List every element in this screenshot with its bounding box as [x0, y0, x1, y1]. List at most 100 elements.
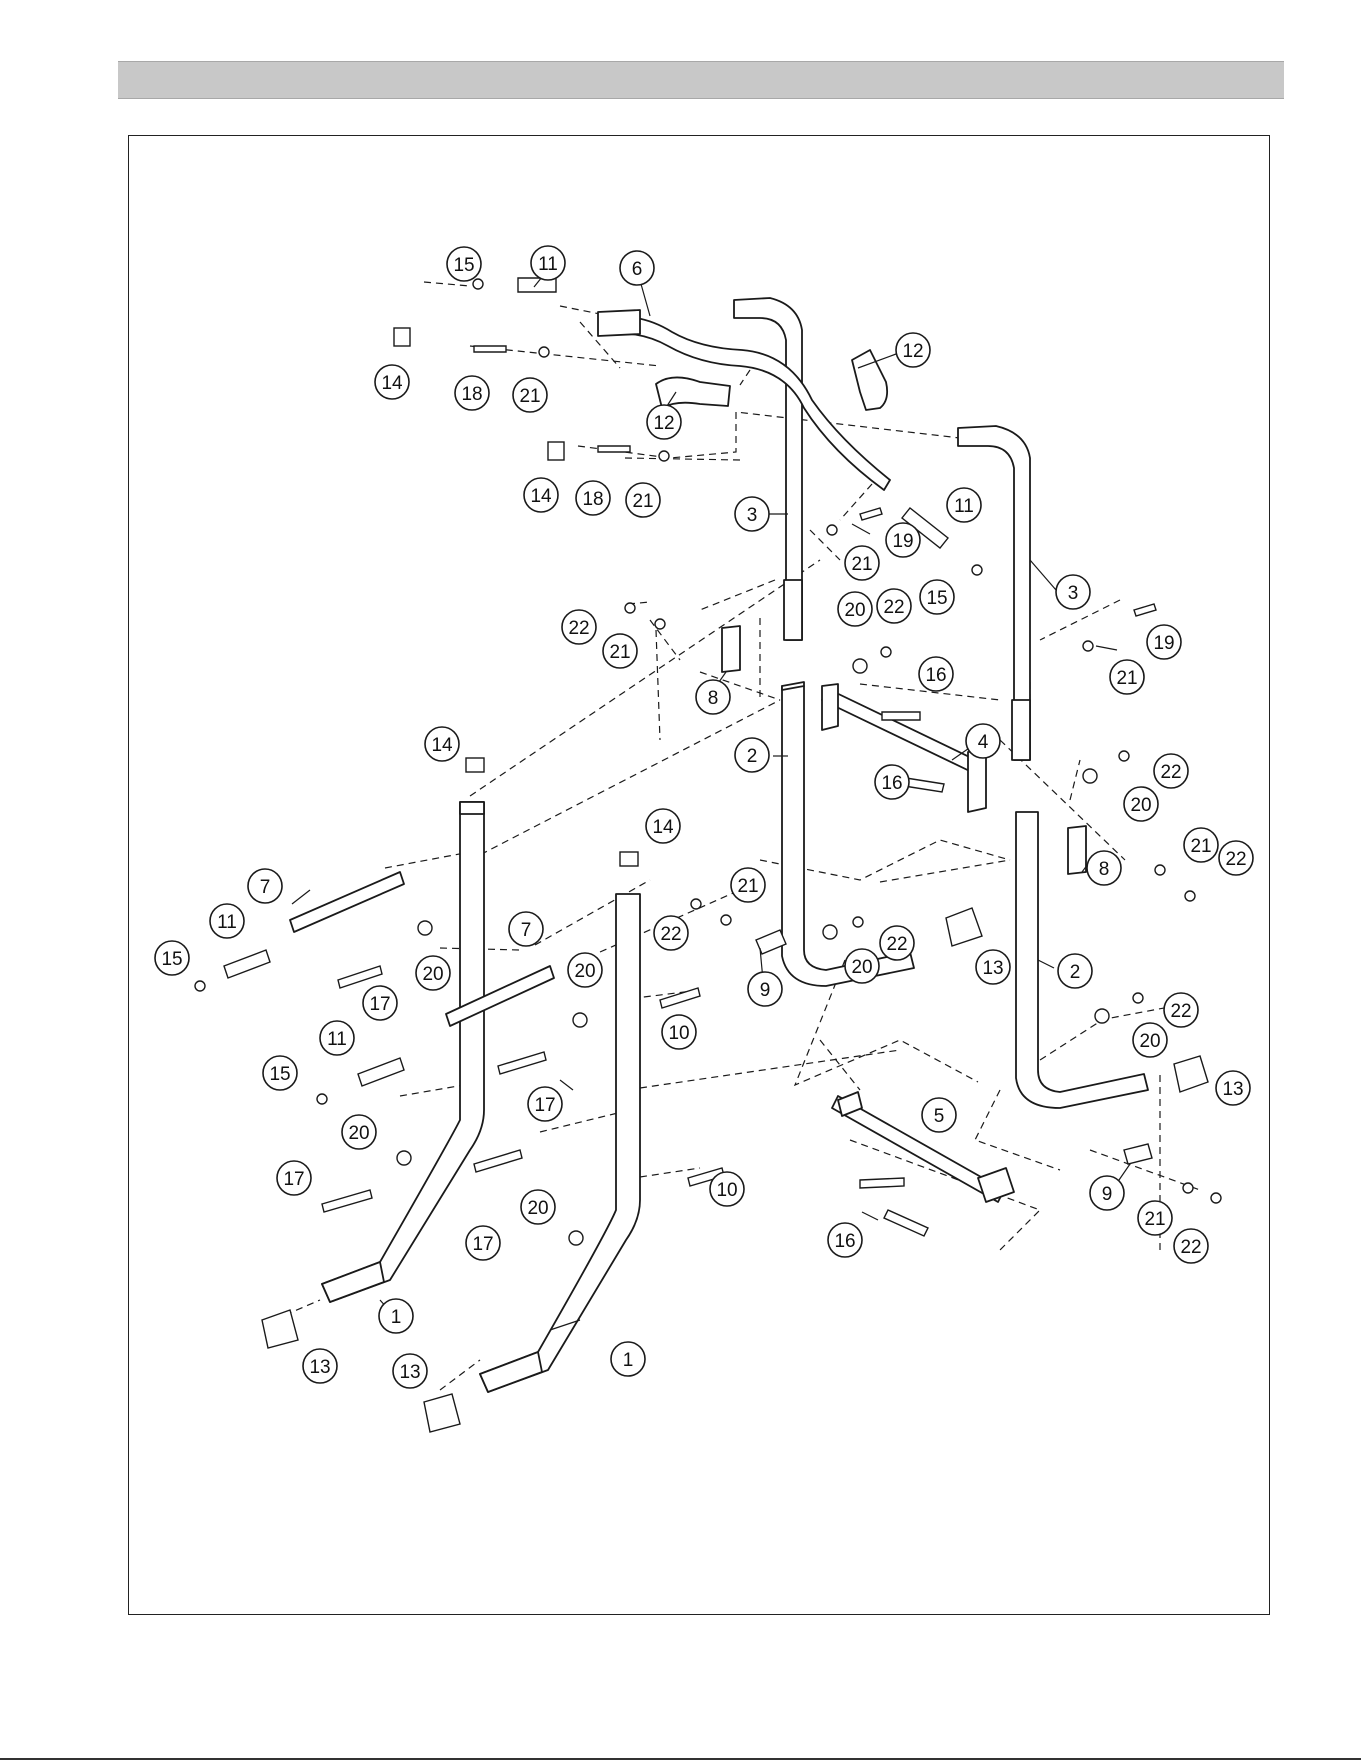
callout: 11	[210, 904, 244, 938]
svg-text:16: 16	[834, 1231, 855, 1252]
callout: 14	[425, 727, 459, 761]
bolt-16	[904, 778, 944, 792]
svg-text:22: 22	[1170, 1001, 1191, 1022]
svg-text:13: 13	[399, 1362, 420, 1383]
svg-text:21: 21	[737, 876, 758, 897]
svg-text:21: 21	[1190, 836, 1211, 857]
svg-text:21: 21	[1116, 668, 1137, 689]
svg-text:22: 22	[568, 618, 589, 639]
svg-text:1: 1	[623, 1350, 634, 1371]
callout: 21	[513, 378, 547, 412]
bolt-17	[322, 1190, 372, 1212]
nut-22	[1119, 751, 1129, 761]
callout: 13	[303, 1349, 337, 1383]
washer-21	[1155, 865, 1165, 875]
washer-21	[1083, 641, 1093, 651]
callout: 20	[1124, 787, 1158, 821]
svg-text:9: 9	[1102, 1184, 1113, 1205]
callout: 11	[531, 246, 565, 280]
svg-text:18: 18	[582, 489, 603, 510]
svg-text:22: 22	[1180, 1237, 1201, 1258]
bolt-16	[882, 712, 920, 720]
bolt-17	[474, 1150, 522, 1172]
footer-rule	[0, 1758, 1361, 1760]
callout: 21	[1184, 828, 1218, 862]
callout: 8	[696, 680, 730, 714]
svg-text:8: 8	[1099, 859, 1110, 880]
nut-22	[691, 899, 701, 909]
washer-21	[655, 619, 665, 629]
nut-22	[1211, 1193, 1221, 1203]
washer-20	[569, 1231, 583, 1245]
svg-text:12: 12	[653, 413, 674, 434]
spacer-10	[660, 988, 700, 1008]
washer-21	[659, 451, 669, 461]
callout: 16	[828, 1223, 862, 1257]
callout: 9	[1090, 1176, 1124, 1210]
svg-text:20: 20	[851, 957, 872, 978]
callout: 21	[845, 546, 879, 580]
end-cap-14	[620, 852, 638, 866]
svg-text:15: 15	[453, 255, 474, 276]
callout: 20	[568, 953, 602, 987]
washer-20	[1083, 769, 1097, 783]
washer-20	[853, 659, 867, 673]
dip-handle-6	[598, 310, 890, 490]
svg-text:21: 21	[609, 642, 630, 663]
callout: 15	[155, 941, 189, 975]
callout: 14	[524, 478, 558, 512]
callout: 19	[1147, 625, 1181, 659]
callout: 3	[735, 497, 769, 531]
svg-text:11: 11	[954, 496, 974, 517]
callout: 20	[838, 592, 872, 626]
base-frame-1-right	[480, 894, 640, 1392]
svg-text:14: 14	[381, 373, 403, 394]
washer-21	[721, 915, 731, 925]
callout: 10	[662, 1015, 696, 1049]
svg-text:21: 21	[632, 491, 653, 512]
svg-text:16: 16	[881, 773, 902, 794]
svg-text:17: 17	[472, 1234, 493, 1255]
svg-text:22: 22	[886, 934, 907, 955]
bracket-9	[1124, 1144, 1152, 1164]
end-cap-14	[548, 442, 564, 460]
bolt-18	[474, 346, 506, 352]
svg-text:13: 13	[309, 1357, 330, 1378]
svg-text:10: 10	[716, 1180, 737, 1201]
svg-text:2: 2	[747, 746, 758, 767]
svg-text:15: 15	[161, 949, 182, 970]
grip-12-left	[656, 377, 730, 408]
callout: 2	[1058, 954, 1092, 988]
svg-text:20: 20	[1130, 795, 1151, 816]
callout: 22	[1154, 754, 1188, 788]
svg-text:17: 17	[534, 1095, 555, 1116]
bolt-18	[598, 446, 630, 452]
svg-text:18: 18	[461, 384, 482, 405]
svg-text:15: 15	[269, 1064, 290, 1085]
knob-15	[317, 1094, 327, 1104]
nut-22	[1185, 891, 1195, 901]
washer-20	[418, 921, 432, 935]
callout: 22	[1164, 993, 1198, 1027]
bolt-16	[884, 1210, 928, 1236]
bolt-19	[1134, 604, 1156, 616]
bracket-8-right	[1068, 826, 1086, 874]
svg-text:21: 21	[1144, 1209, 1165, 1230]
svg-text:20: 20	[1139, 1031, 1160, 1052]
svg-text:3: 3	[1068, 583, 1079, 604]
knob-15	[972, 565, 982, 575]
svg-text:7: 7	[521, 920, 532, 941]
callout: 18	[576, 481, 610, 515]
svg-text:17: 17	[369, 994, 390, 1015]
svg-text:22: 22	[1225, 849, 1246, 870]
svg-text:11: 11	[217, 912, 237, 933]
svg-text:20: 20	[348, 1123, 369, 1144]
upright-frame-3-left	[734, 298, 802, 640]
callout: 22	[1219, 841, 1253, 875]
callout: 22	[654, 916, 688, 950]
svg-text:20: 20	[844, 600, 865, 621]
svg-text:14: 14	[530, 486, 552, 507]
bolt-19	[860, 508, 882, 520]
svg-text:2: 2	[1070, 962, 1081, 983]
